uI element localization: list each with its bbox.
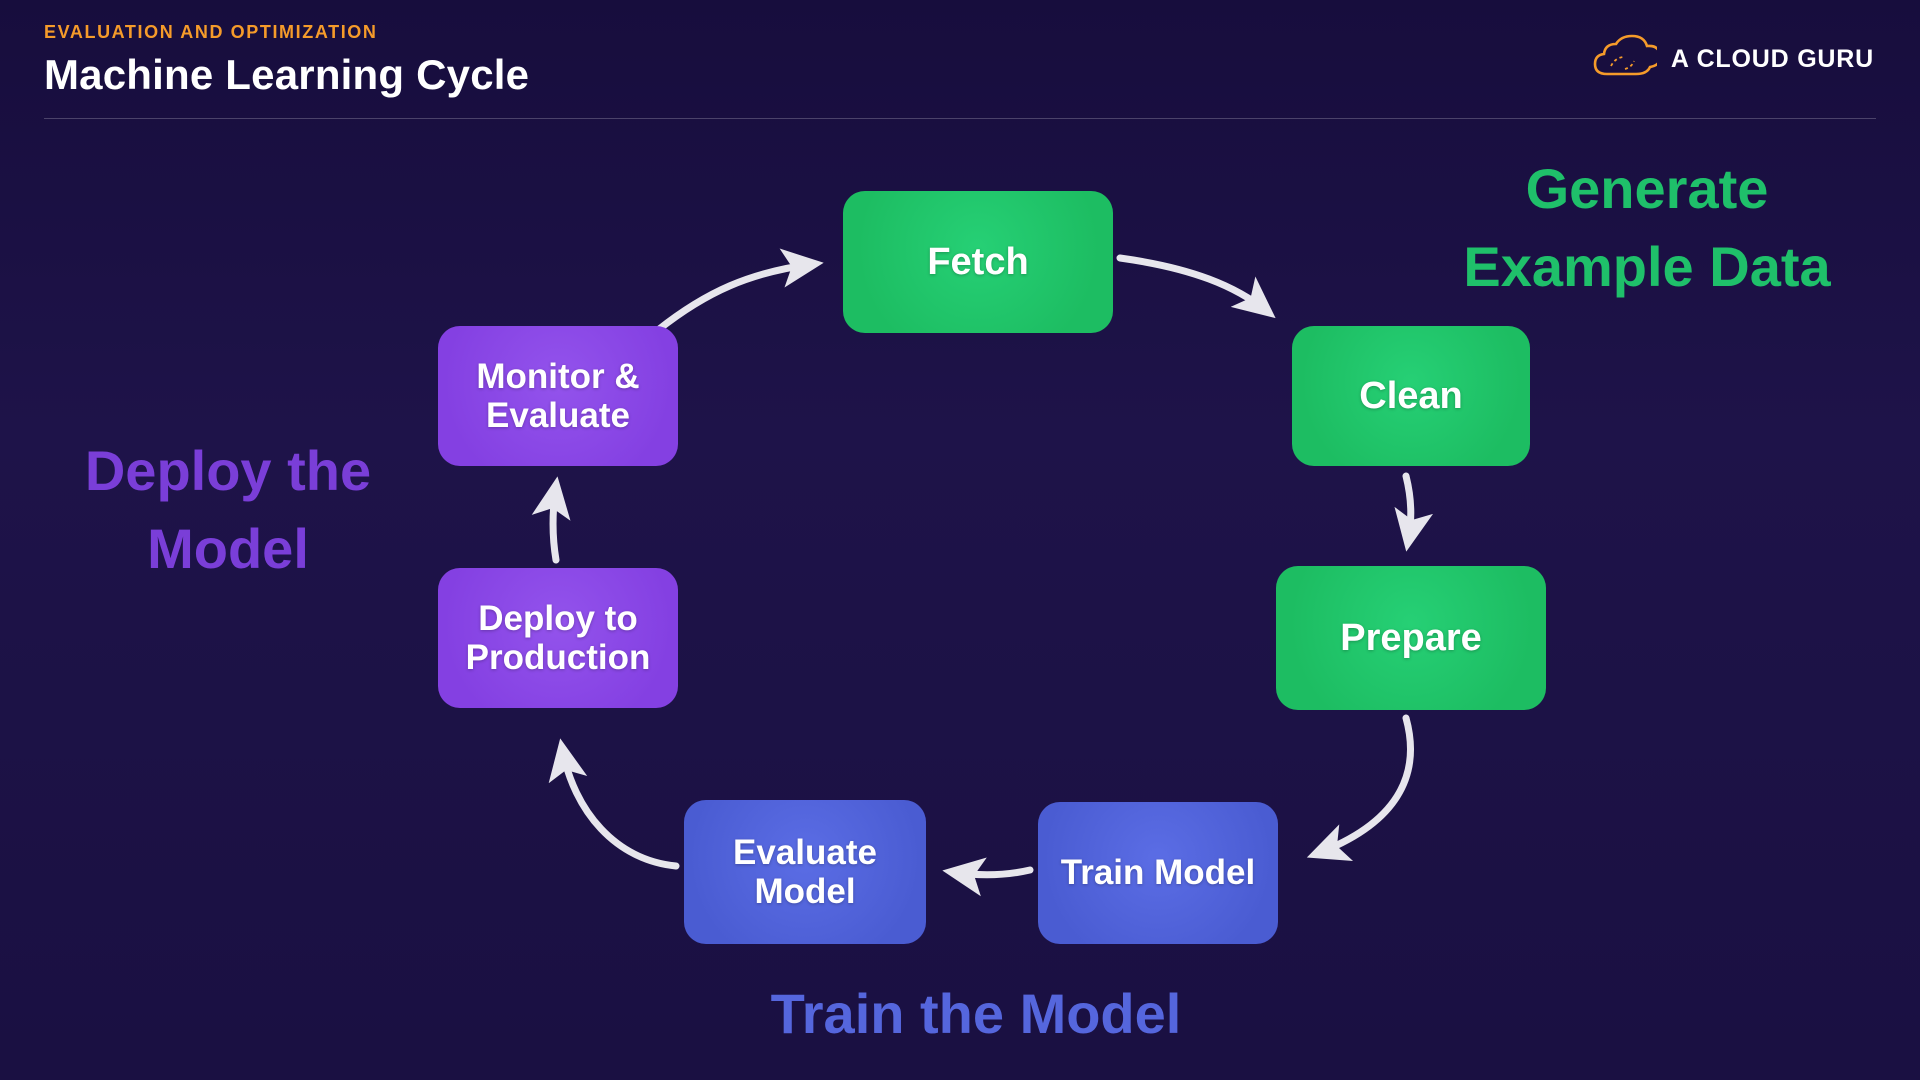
node-prepare: Prepare (1276, 566, 1546, 710)
arrow-train-to-evaluate (942, 857, 1034, 897)
arrow-prepare-to-train (1306, 714, 1414, 862)
arrow-fetch-to-clean (1116, 254, 1276, 319)
node-deploy-to-production-label: Deploy to Production (465, 598, 651, 677)
node-monitor-and-evaluate: Monitor & Evaluate (438, 326, 678, 466)
label-generate-example-data: Generate Example Data (1463, 157, 1831, 299)
acg-cloud-icon (1593, 34, 1657, 76)
node-clean-label: Clean (1359, 374, 1463, 417)
node-evaluate-model-label: Evaluate Model (733, 832, 877, 911)
node-monitor-and-evaluate-label: Monitor & Evaluate (476, 356, 640, 435)
page-title: Machine Learning Cycle (44, 51, 530, 98)
node-evaluate-model: Evaluate Model (684, 800, 926, 944)
node-train-model-label: Train Model (1060, 853, 1256, 893)
label-deploy-the-model: Deploy the Model (84, 439, 372, 581)
header-divider (44, 118, 1876, 119)
header: EVALUATION AND OPTIMIZATION Machine Lear… (44, 22, 529, 99)
node-fetch-label: Fetch (927, 240, 1029, 283)
node-fetch: Fetch (843, 191, 1113, 333)
arrow-clean-to-prepare (1394, 472, 1434, 552)
node-prepare-label: Prepare (1340, 616, 1482, 659)
node-deploy-to-production: Deploy to Production (438, 568, 678, 708)
node-clean: Clean (1292, 326, 1530, 466)
brand-logo: A CLOUD GURU (1589, 34, 1874, 84)
node-train-model: Train Model (1038, 802, 1278, 944)
section-kicker: EVALUATION AND OPTIMIZATION (44, 22, 378, 42)
label-train-the-model: Train the Model (770, 982, 1182, 1045)
arrow-monitor-to-fetch (654, 248, 824, 334)
arrow-evaluate-to-deploy (548, 738, 680, 870)
brand-name: A CLOUD GURU (1670, 44, 1874, 73)
arrow-deploy-to-monitor (531, 476, 571, 564)
